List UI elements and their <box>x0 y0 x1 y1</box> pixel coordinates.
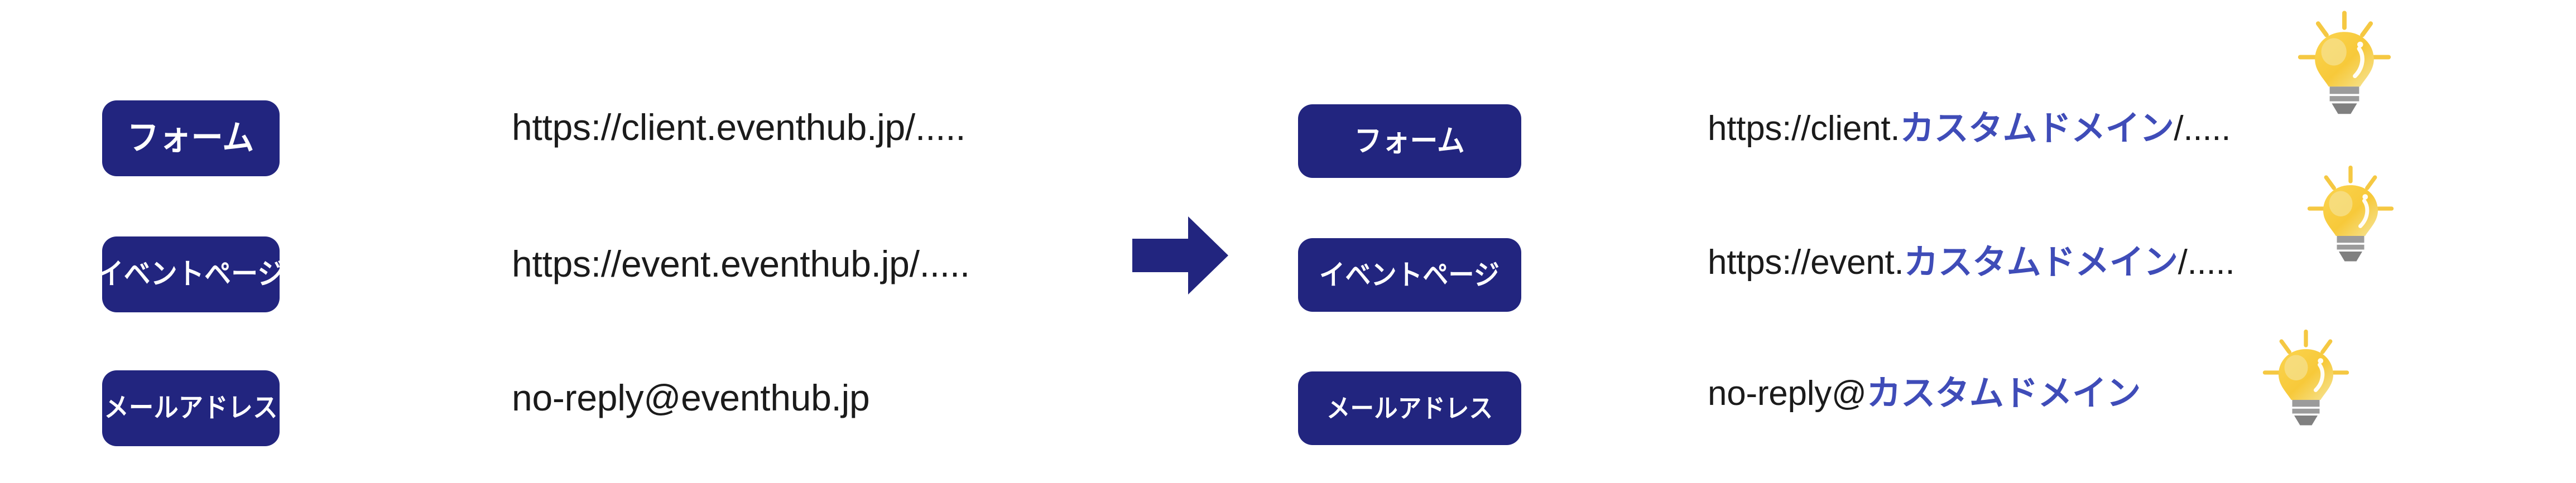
after-value-mail-address-prefix: no-reply@ <box>1708 374 1867 413</box>
before-value-form-text: https://client.eventhub.jp/..... <box>512 107 966 148</box>
after-value-form: https://client.カスタムドメイン/..... <box>1708 112 2231 146</box>
before-value-event-page-text: https://event.eventhub.jp/..... <box>512 243 970 284</box>
after-value-event-page-suffix: /..... <box>2178 243 2235 282</box>
light-bulb-icon <box>2257 326 2355 427</box>
pill-label: フォーム <box>127 119 254 157</box>
after-value-event-page: https://event.カスタムドメイン/..... <box>1708 243 2235 282</box>
light-bulb-icon <box>2301 162 2400 263</box>
pill-label: メールアドレス <box>1326 394 1493 423</box>
after-pill-event-page[interactable]: イベントページ <box>1298 238 1521 312</box>
pill-label: フォーム <box>1354 124 1465 158</box>
after-value-form-prefix: https://client. <box>1708 109 1900 148</box>
before-value-form: https://client.eventhub.jp/..... <box>512 107 966 148</box>
before-value-mail-address: no-reply@eventhub.jp <box>512 377 870 418</box>
before-value-mail-address-text: no-reply@eventhub.jp <box>512 377 870 418</box>
after-value-form-suffix: /..... <box>2174 109 2231 148</box>
after-value-mail-address: no-reply@カスタムドメイン <box>1708 376 2141 411</box>
pill-label: イベントページ <box>97 258 285 291</box>
after-value-event-page-prefix: https://event. <box>1708 243 1904 282</box>
before-pill-form[interactable]: フォーム <box>102 100 280 176</box>
pill-label: イベントページ <box>1319 259 1500 291</box>
before-pill-mail-address[interactable]: メールアドレス <box>102 370 280 446</box>
after-value-mail-address-accent: カスタムドメイン <box>1866 374 2141 413</box>
before-value-event-page: https://event.eventhub.jp/..... <box>512 245 970 282</box>
after-value-event-page-accent: カスタムドメイン <box>1904 243 2179 282</box>
before-pill-event-page[interactable]: イベントページ <box>97 236 285 312</box>
right-arrow-icon <box>1132 216 1228 294</box>
after-value-form-accent: カスタムドメイン <box>1900 109 2174 148</box>
pill-label: メールアドレス <box>104 393 278 423</box>
after-pill-form[interactable]: フォーム <box>1298 104 1521 178</box>
after-pill-mail-address[interactable]: メールアドレス <box>1298 371 1521 445</box>
light-bulb-icon <box>2291 7 2397 116</box>
